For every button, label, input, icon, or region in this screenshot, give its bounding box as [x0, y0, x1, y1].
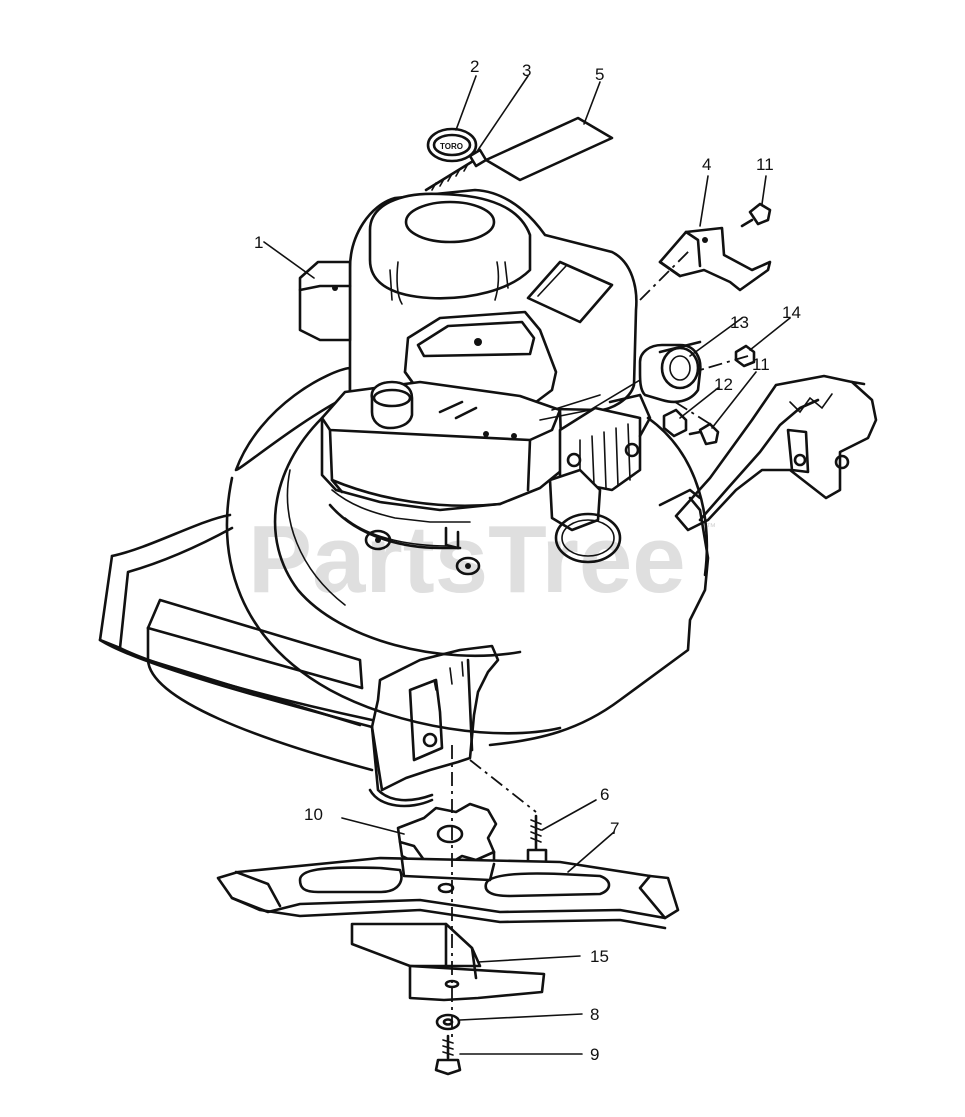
callout-numbers: 1 2 3 5 4 11 13 14 11 12 6 7 10 15 8 9	[254, 57, 801, 1064]
part-11-bolt-upper	[740, 202, 772, 228]
part-11-bolt-lower	[688, 422, 720, 446]
part-8-washer	[435, 1013, 461, 1031]
engine	[320, 188, 702, 564]
watermark-trademark: ™	[706, 522, 716, 533]
callout-10: 10	[304, 805, 323, 824]
assembly-lines	[451, 249, 749, 1040]
part-15-stiffener	[350, 922, 546, 1002]
callout-15: 15	[590, 947, 609, 966]
mower-deck	[98, 366, 710, 808]
callout-8: 8	[590, 1005, 599, 1024]
handle-bracket-rear-right	[674, 374, 878, 532]
leader-lines	[263, 75, 791, 1055]
callout-1: 1	[254, 233, 263, 252]
part-5-decal	[484, 116, 614, 182]
part-7-blade	[216, 856, 680, 930]
handle-bracket-front-left	[370, 644, 500, 792]
callout-12: 12	[714, 375, 733, 394]
callout-4: 4	[702, 155, 711, 174]
part-13-governor	[658, 340, 702, 354]
part-4-bracket	[658, 226, 772, 292]
part-10-blade-adapter	[396, 802, 498, 874]
svg-text:TORO: TORO	[440, 142, 463, 151]
callout-11-upper: 11	[756, 155, 774, 174]
part-12-clip	[662, 408, 688, 438]
callout-2: 2	[470, 57, 479, 76]
callout-6: 6	[600, 785, 609, 804]
part-9-bolt	[434, 1034, 462, 1076]
part-6-bolt	[526, 814, 548, 868]
callout-14: 14	[782, 303, 801, 322]
watermark: PartsTree ™	[248, 506, 716, 613]
callout-11-lower: 11	[752, 355, 770, 374]
callout-13: 13	[730, 313, 749, 332]
callout-7: 7	[610, 819, 619, 838]
part-1-engine-pad	[298, 260, 352, 342]
callout-3: 3	[522, 61, 531, 80]
callout-9: 9	[590, 1045, 599, 1064]
callout-5: 5	[595, 65, 604, 84]
part-2-badge: TORO	[426, 127, 478, 163]
